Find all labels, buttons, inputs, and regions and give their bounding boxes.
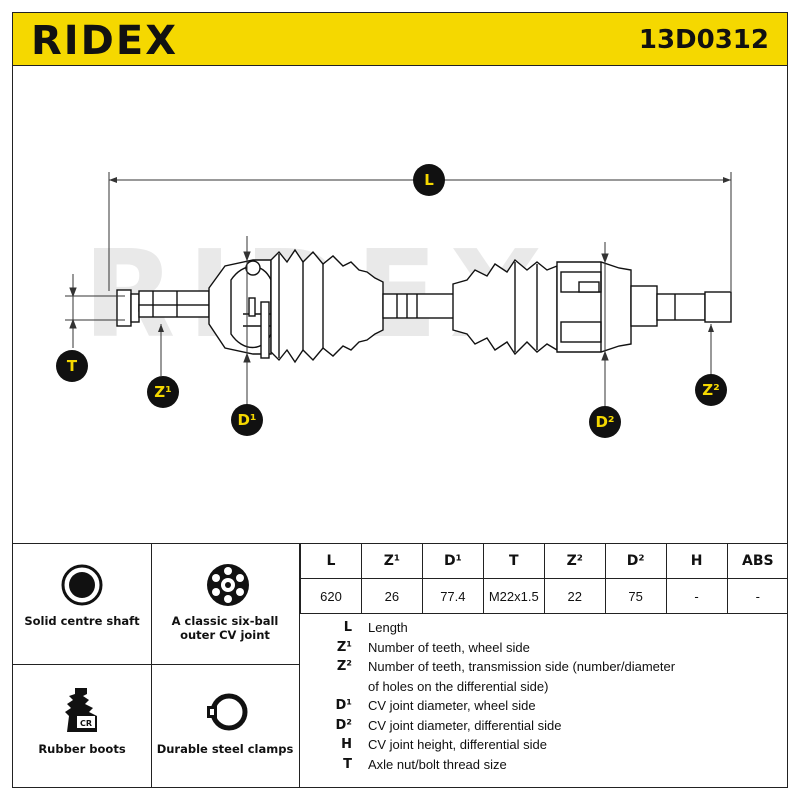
wheel-side-boot — [270, 248, 384, 364]
specs-table: L Z¹ D¹ T Z² D² H ABS 620 26 77.4 M22x1.… — [300, 544, 788, 614]
t-dimension — [65, 274, 125, 348]
legend-key: T — [343, 756, 352, 772]
spec-value-Z1: 26 — [360, 578, 423, 614]
legend-row: Z¹ Number of teeth, wheel side — [300, 640, 788, 660]
spec-value-H: - — [665, 578, 728, 614]
divider — [13, 664, 299, 665]
spec-value-L: 620 — [300, 578, 362, 614]
rubber-boot-icon: CR — [65, 688, 97, 732]
legend-row: of holes on the differential side) — [300, 679, 788, 699]
legend-key: L — [343, 620, 352, 635]
spec-value-Z2: 22 — [543, 578, 606, 614]
feature-label-steel-clamps: Durable steel clamps — [156, 742, 294, 756]
spec-value-ABS: - — [726, 578, 788, 614]
legend-text: of holes on the differential side) — [368, 678, 549, 694]
label-D2: D² — [589, 406, 621, 438]
steel-clamp-icon — [207, 693, 248, 731]
legend-text: Number of teeth, wheel side — [368, 639, 530, 655]
legend-key: D² — [335, 717, 353, 733]
header-bar: RIDEX 13D0312 — [12, 12, 788, 66]
feature-label-six-ball-joint: A classic six-ball outer CV joint — [171, 614, 279, 642]
divider — [299, 544, 300, 787]
spec-value-D1: 77.4 — [421, 578, 484, 614]
part-number: 13D0312 — [638, 25, 769, 55]
inner-cv-joint — [556, 261, 632, 353]
outer-cv-joint — [208, 259, 272, 359]
legend-row: T Axle nut/bolt thread size — [300, 757, 788, 777]
d2-dimension — [601, 242, 609, 410]
feature-label-rubber-boots: Rubber boots — [38, 742, 126, 756]
d1-dimension — [243, 236, 251, 420]
label-D1: D¹ — [231, 404, 263, 436]
label-Z2: Z² — [695, 374, 727, 406]
label-T-text: T — [67, 357, 78, 375]
spec-header-D1: D¹ — [421, 544, 484, 579]
cr-badge: CR — [80, 719, 92, 728]
legend-text: Number of teeth, transmission side (numb… — [368, 659, 676, 674]
label-Z2-text: Z² — [702, 381, 719, 399]
feature-label-solid-shaft: Solid centre shaft — [24, 614, 140, 628]
wheel-side-stub — [116, 289, 210, 327]
legend-row: D¹ CV joint diameter, wheel side — [300, 698, 788, 718]
six-ball-cv-joint-icon — [207, 564, 249, 606]
spec-header-Z1: Z¹ — [360, 544, 423, 579]
legend-key: Z² — [336, 659, 352, 674]
legend-key: H — [341, 737, 352, 752]
legend-text: CV joint diameter, differential side — [368, 717, 562, 733]
divider — [151, 544, 152, 787]
label-Z1-text: Z¹ — [154, 383, 171, 401]
technical-drawing-area: RIDEX — [12, 66, 788, 544]
legend-key: Z¹ — [336, 639, 352, 655]
legend-key: D¹ — [335, 698, 353, 713]
legend-text: Axle nut/bolt thread size — [368, 756, 507, 772]
label-D1-text: D¹ — [237, 411, 256, 429]
spec-value-D2: 75 — [604, 578, 667, 614]
spec-header-T: T — [482, 544, 545, 579]
spec-header-ABS: ABS — [726, 544, 788, 579]
label-L: L — [413, 164, 445, 196]
label-D2-text: D² — [595, 413, 614, 431]
legend-text: CV joint height, differential side — [368, 737, 547, 752]
legend-row: Z² Number of teeth, transmission side (n… — [300, 659, 788, 679]
legend-row: L Length — [300, 620, 788, 640]
brand-logo: RIDEX — [31, 18, 179, 64]
legend-text: CV joint diameter, wheel side — [368, 698, 536, 713]
specs-header-row: L Z¹ D¹ T Z² D² H ABS — [300, 544, 788, 579]
specs-value-row: 620 26 77.4 M22x1.5 22 75 - - — [300, 578, 788, 614]
legend-text: Length — [368, 620, 408, 635]
info-panel: Solid centre shaft A classic six-ball ou… — [12, 543, 788, 788]
spec-header-D2: D² — [604, 544, 667, 579]
label-L-text: L — [424, 171, 434, 189]
spec-header-H: H — [665, 544, 728, 579]
legend-row: H CV joint height, differential side — [300, 737, 788, 757]
spec-value-T: M22x1.5 — [482, 578, 545, 614]
transmission-side-stub — [630, 285, 732, 327]
legend-row: D² CV joint diameter, differential side — [300, 718, 788, 738]
spec-header-Z2: Z² — [543, 544, 606, 579]
spec-header-L: L — [300, 544, 362, 579]
solid-shaft-icon — [61, 564, 103, 606]
label-Z1: Z¹ — [147, 376, 179, 408]
label-T: T — [56, 350, 88, 382]
drive-shaft-drawing: RIDEX — [56, 164, 732, 438]
